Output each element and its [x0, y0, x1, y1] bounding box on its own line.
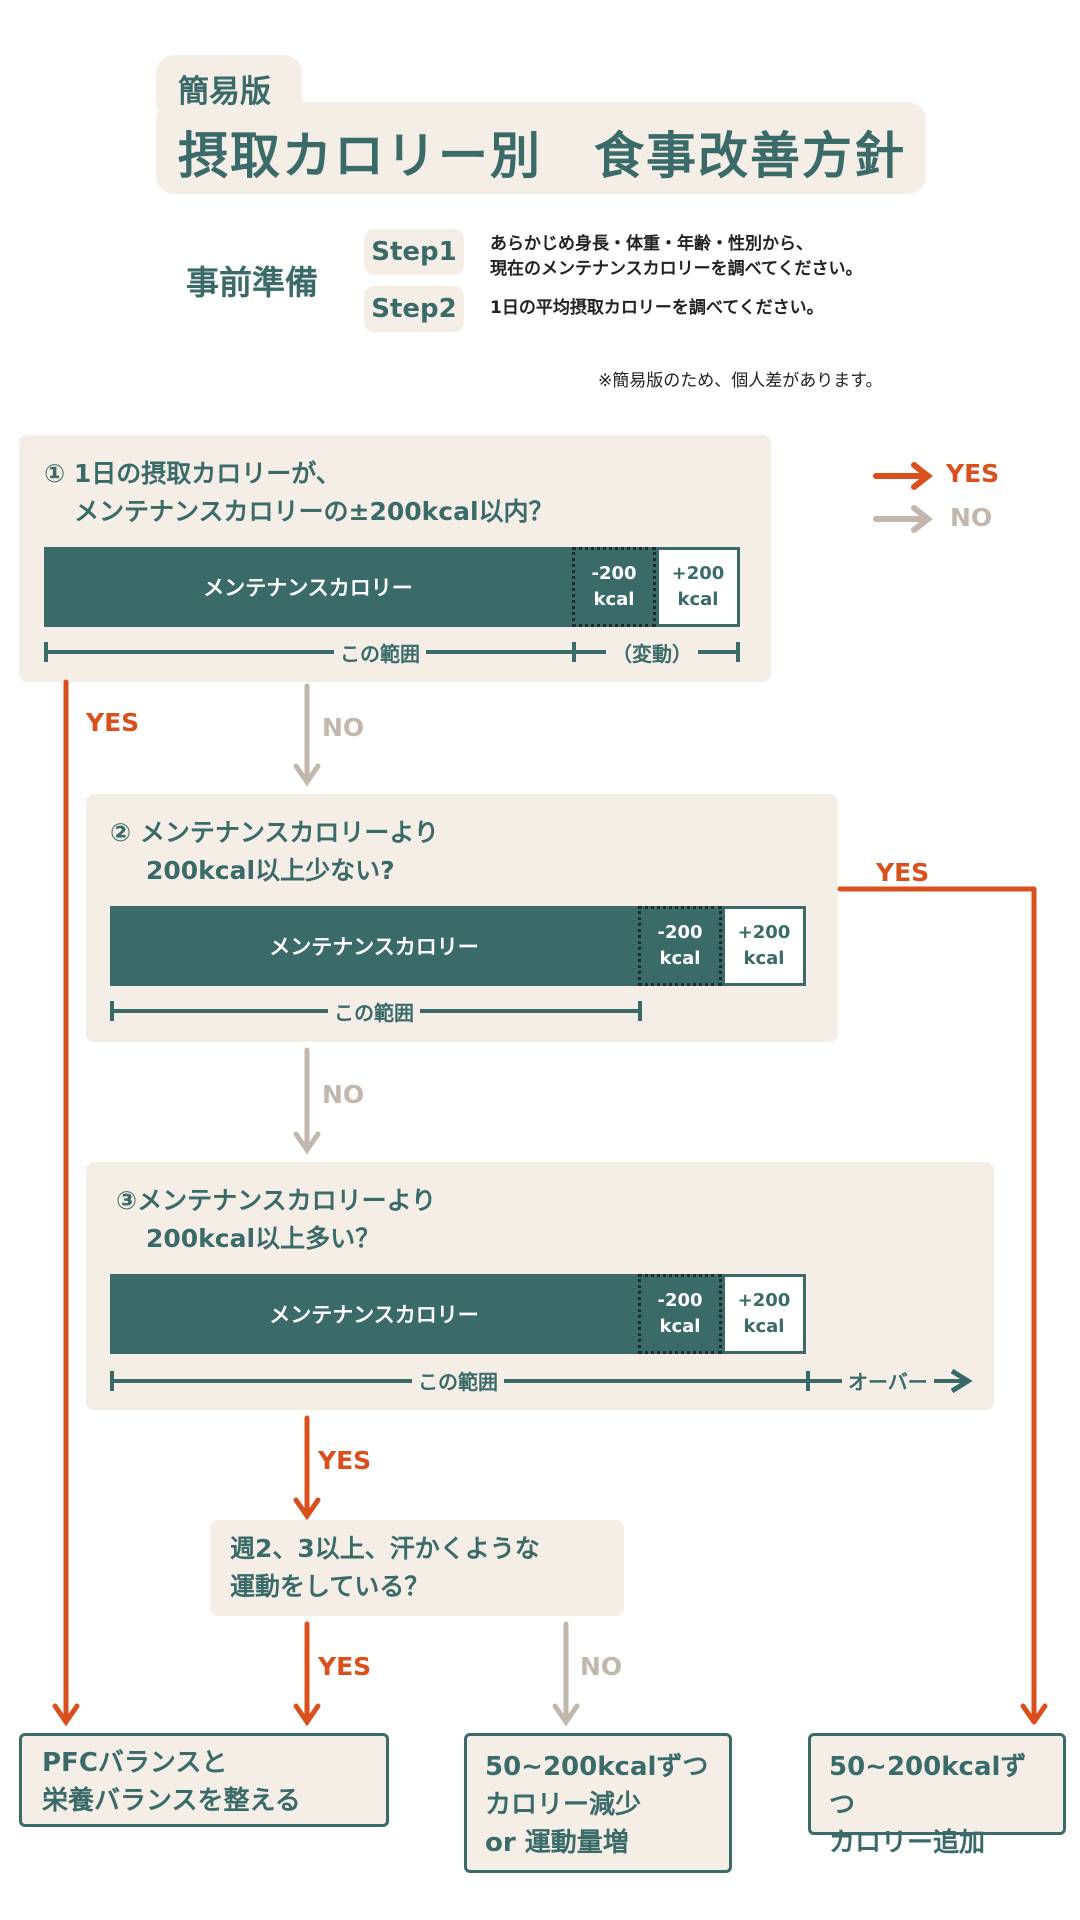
result-balance: PFCバランスと 栄養バランスを整える [19, 1733, 389, 1827]
q1-line1: ① 1日の摂取カロリーが、 [44, 459, 341, 488]
step1-text-line2: 現在のメンテナンスカロリーを調べてください。 [490, 259, 863, 279]
result-reduce-line1: 50~200kcalずつ [485, 1752, 709, 1782]
q2-minus-segment: -200 kcal [638, 906, 722, 986]
q3-minus-segment: -200 kcal [638, 1274, 722, 1354]
q3-minus-value: -200 [657, 1290, 703, 1311]
q3-minus-unit: kcal [659, 1316, 701, 1337]
q4-line1: 週2、3以上、汗かくような [230, 1534, 540, 1563]
step1-text: あらかじめ身長・体重・年齢・性別から、 現在のメンテナンスカロリーを調べてくださ… [490, 232, 862, 282]
step1-chip: Step1 [364, 229, 464, 275]
q2-minus-value: -200 [657, 922, 703, 943]
result-balance-line1: PFCバランスと [42, 1748, 228, 1778]
q1-no-arrow [293, 683, 321, 787]
q1-plus-value: +200 [671, 563, 725, 584]
result-reduce-line2: カロリー減少 [485, 1790, 642, 1820]
legend-yes-arrow [873, 462, 933, 490]
q4-no-label: NO [580, 1652, 623, 1681]
step1-text-line1: あらかじめ身長・体重・年齢・性別から、 [490, 234, 813, 254]
q3-line1: ③メンテナンスカロリーより [116, 1186, 437, 1215]
legend-no-arrow [873, 505, 933, 533]
q4-no-arrow [552, 1621, 580, 1727]
q2-no-arrow [293, 1047, 321, 1155]
q1-plus-segment: +200 kcal [656, 547, 740, 627]
q3-plus-segment: +200 kcal [722, 1274, 806, 1354]
q1-minus-unit: kcal [593, 589, 635, 610]
q1-plus-unit: kcal [677, 589, 719, 610]
subtitle: 簡易版 [178, 74, 271, 110]
q2-maintenance-bar: メンテナンスカロリー [110, 906, 638, 986]
q2-line2: 200kcal以上少ない? [146, 856, 395, 885]
q2-minus-unit: kcal [659, 948, 701, 969]
q2-yes-arrow [837, 886, 1048, 1725]
q4-line2: 運動をしている？ [230, 1572, 430, 1601]
q4-yes-arrow [293, 1621, 321, 1727]
q2-plus-segment: +200 kcal [722, 906, 806, 986]
result-reduce-line3: or 運動量増 [485, 1828, 629, 1858]
q3-yes-arrow [293, 1415, 321, 1521]
result-balance-line2: 栄養バランスを整える [42, 1786, 301, 1816]
q4-yes-label: YES [318, 1652, 372, 1681]
title-bg [156, 102, 926, 194]
q1-minus-segment: -200 kcal [572, 547, 656, 627]
q3-maintenance-bar: メンテナンスカロリー [110, 1274, 638, 1354]
result-reduce: 50~200kcalずつ カロリー減少 or 運動量増 [464, 1733, 732, 1873]
note-text: ※簡易版のため、個人差があります。 [598, 371, 883, 391]
q2-plus-unit: kcal [743, 948, 785, 969]
q1-yes-arrow [52, 679, 80, 1727]
q1-variable-label: （変動） [606, 638, 698, 667]
q3-over-label: オーバー [842, 1366, 934, 1395]
q3-plus-value: +200 [737, 1290, 791, 1311]
q1-no-label: NO [322, 713, 365, 742]
step2-chip: Step2 [364, 286, 464, 332]
page-title: 摂取カロリー別 食事改善方針 [178, 127, 906, 185]
q2-yes-label: YES [876, 858, 930, 887]
q3-plus-unit: kcal [743, 1316, 785, 1337]
legend-arrows [873, 462, 933, 533]
result-add: 50~200kcalずつ カロリー追加 [808, 1733, 1066, 1858]
prep-label: 事前準備 [186, 263, 318, 302]
step2-text: 1日の平均摂取カロリーを調べてください。 [490, 298, 824, 318]
q3-range-line [110, 1368, 973, 1394]
legend-no-label: NO [950, 503, 993, 532]
q2-range-label: この範囲 [328, 997, 420, 1026]
q3-yes-label: YES [318, 1446, 372, 1475]
q4-box [210, 1520, 624, 1616]
q1-maintenance-bar: メンテナンスカロリー [44, 547, 572, 627]
legend-yes-label: YES [946, 459, 1000, 488]
q3-range-label: この範囲 [412, 1366, 504, 1395]
result-add-line2: カロリー追加 [829, 1828, 986, 1858]
q2-plus-value: +200 [737, 922, 791, 943]
q2-line1: ② メンテナンスカロリーより [110, 818, 439, 847]
q1-range-label: この範囲 [334, 638, 426, 667]
q1-yes-label: YES [86, 708, 140, 737]
q1-line2: メンテナンスカロリーの±200kcal以内？ [74, 497, 554, 526]
result-add-line1: 50~200kcalずつ [829, 1752, 1027, 1820]
q2-no-label: NO [322, 1080, 365, 1109]
q1-minus-value: -200 [591, 563, 637, 584]
q3-line2: 200kcal以上多い？ [146, 1224, 381, 1253]
